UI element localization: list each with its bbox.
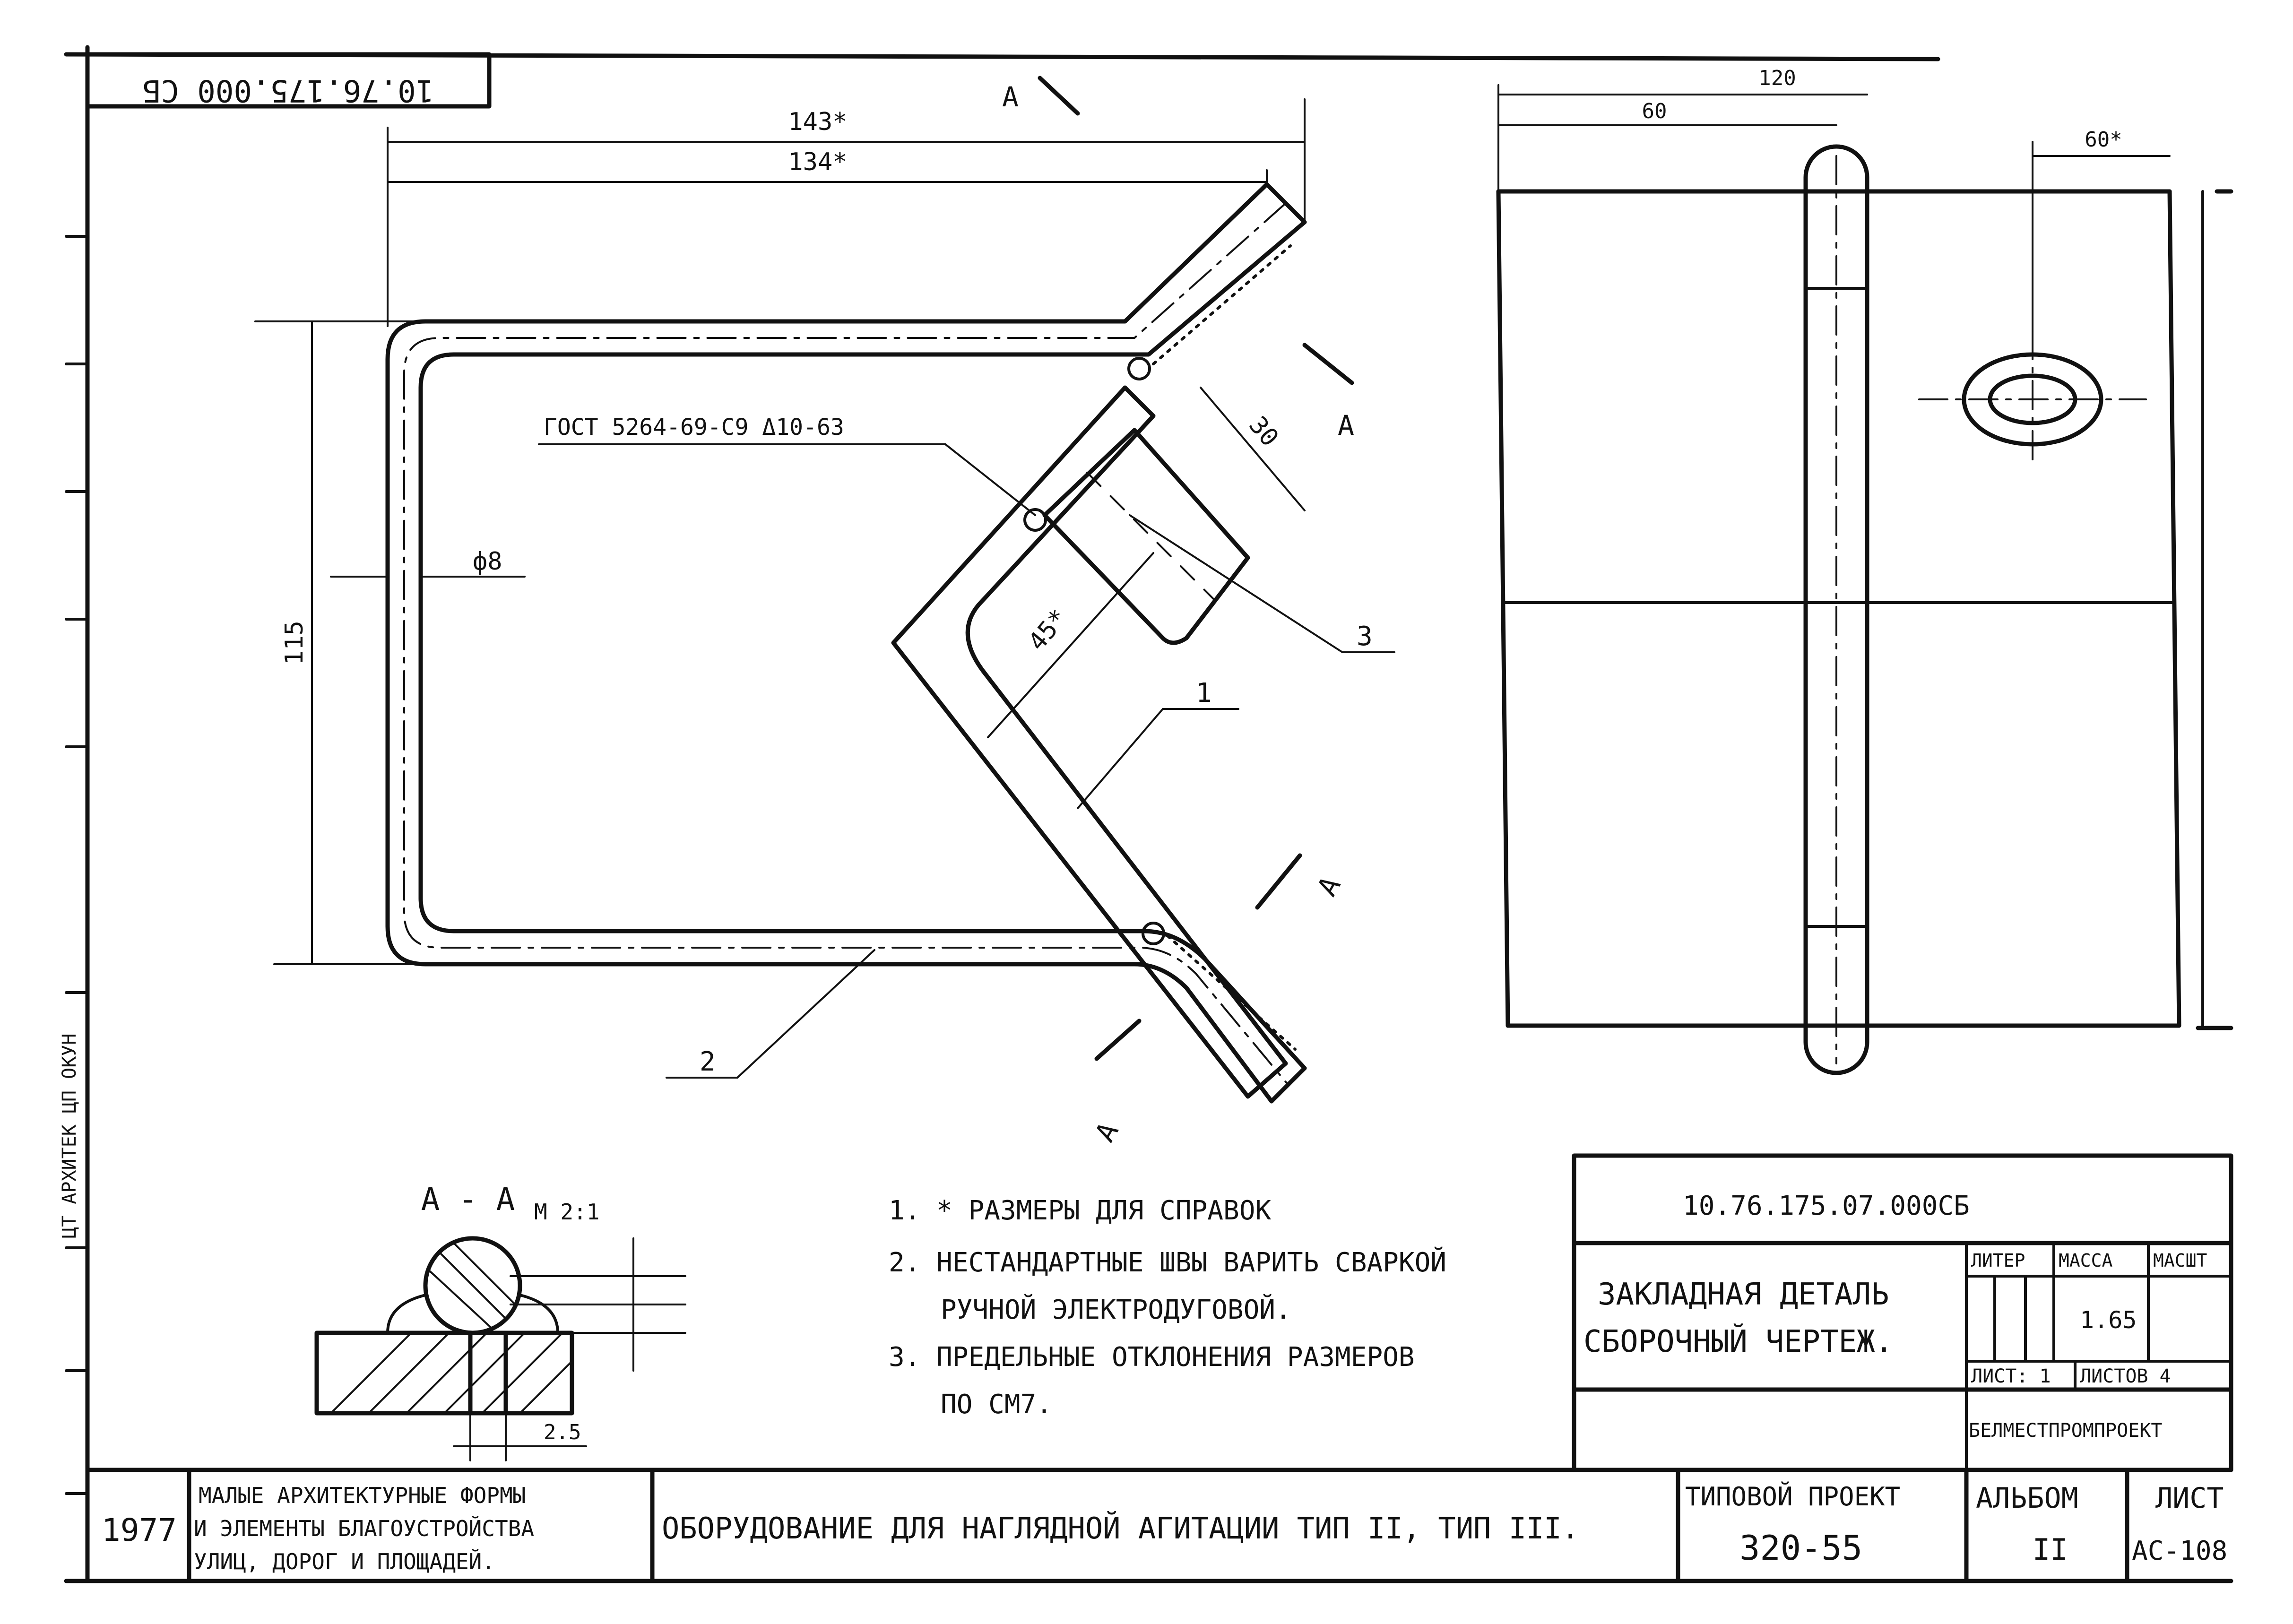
tube-part-3	[1042, 428, 1250, 645]
mass-value: 1.65	[2080, 1306, 2137, 1334]
title-block: 10.76.175.07.000СБ ЗАКЛАДНАЯ ДЕТАЛЬ СБОР…	[1572, 1153, 2233, 1472]
series-line2: И ЭЛЕМЕНТЫ БЛАГОУСТРОЙСТВА	[194, 1516, 534, 1541]
section-mark-a: А	[1311, 871, 1347, 901]
project-label: ТИПОВОЙ ПРОЕКТ	[1685, 1482, 1900, 1512]
section-mark-a: А	[1089, 1117, 1125, 1147]
year: 1977	[102, 1512, 177, 1548]
dim-phi8: ф8	[473, 547, 502, 576]
side-stamp: ЦТ АРХИТЕК ЦП ОКУН	[59, 1034, 80, 1238]
position-2: 2	[700, 1046, 716, 1077]
dim-134: 134*	[788, 148, 847, 176]
note-2: 2. НЕСТАНДАРТНЫЕ ШВЫ ВАРИТЬ СВАРКОЙ	[889, 1247, 1446, 1278]
dim-45: 45*	[1023, 604, 1073, 657]
dim-143: 143*	[788, 108, 847, 136]
section-title: А - А	[421, 1181, 515, 1218]
drawing-code-box: 10.76.175.000 СБ	[85, 52, 492, 109]
position-3: 3	[1357, 621, 1373, 652]
main-view: 143* 134* 115 ф8 30 45* А А А А	[254, 76, 1395, 1147]
rod-outer	[385, 182, 1274, 1104]
note-3-cont: ПО СМ7.	[941, 1389, 1052, 1420]
litera-label: ЛИТЕР	[1971, 1250, 2025, 1271]
scale-label: МАСШТ	[2153, 1250, 2207, 1271]
weld-seams	[1023, 244, 1297, 1051]
rod-section	[423, 1236, 522, 1335]
organization: БЕЛМЕСТПРОМПРОЕКТ	[1969, 1420, 2162, 1442]
plate-hatch	[330, 1332, 573, 1414]
dim-115: 115	[280, 621, 309, 665]
notes-block: 1. * РАЗМЕРЫ ДЛЯ СПРАВОК 2. НЕСТАНДАРТНЫ…	[889, 1195, 1446, 1420]
rod-inner	[418, 220, 1307, 1071]
note-2-cont: РУЧНОЙ ЭЛЕКТРОДУГОВОЙ.	[941, 1294, 1291, 1325]
vertical-rod	[1803, 144, 1869, 1075]
position-1: 1	[1196, 678, 1212, 708]
note-3: 3. ПРЕДЕЛЬНЫЕ ОТКЛОНЕНИЯ РАЗМЕРОВ	[889, 1342, 1415, 1373]
section-mark-a: А	[1002, 81, 1019, 113]
part-title-line1: ЗАКЛАДНАЯ ДЕТАЛЬ	[1598, 1277, 1889, 1312]
sheet-number-label: ЛИСТ: 1	[1971, 1365, 2051, 1387]
note-1: 1. * РАЗМЕРЫ ДЛЯ СПРАВОК	[889, 1195, 1271, 1226]
sheet-code: 10.76.175.07.000СБ	[1683, 1191, 1970, 1221]
dim-60-star: 60*	[2085, 128, 2122, 152]
dim-60: 60	[1642, 99, 1667, 123]
album-number: II	[2033, 1532, 2068, 1567]
drawing-code-top: 10.76.175.000 СБ	[143, 73, 434, 108]
project-number: 320-55	[1739, 1528, 1862, 1568]
part-title-line2: СБОРОЧНЫЙ ЧЕРТЕЖ.	[1583, 1323, 1893, 1359]
weld-reference: ГОСТ 5264-69-С9 Δ10-63	[544, 414, 844, 441]
section-mark-a: А	[1338, 409, 1354, 441]
section-a-a: А - А М 2:1 2.5	[314, 1181, 686, 1461]
list-number: АС-108	[2132, 1536, 2227, 1566]
album-label: АЛЬБОМ	[1976, 1482, 2078, 1515]
series-line1: МАЛЫЕ АРХИТЕКТУРНЫЕ ФОРМЫ	[199, 1483, 526, 1508]
rod-centerline	[403, 202, 1289, 1086]
plate-part-1	[891, 385, 1288, 1099]
right-view: 120 60 60*	[1496, 66, 2233, 1075]
section-scale: М 2:1	[534, 1199, 599, 1225]
sheets-count-label: ЛИСТОВ 4	[2080, 1365, 2171, 1387]
dim-120: 120	[1758, 66, 1796, 90]
list-label: ЛИСТ	[2155, 1482, 2224, 1515]
bottom-strip: 1977 МАЛЫЕ АРХИТЕКТУРНЫЕ ФОРМЫ И ЭЛЕМЕНТ…	[85, 1468, 2233, 1583]
mass-label: МАССА	[2059, 1250, 2113, 1271]
dim-2-5: 2.5	[544, 1420, 581, 1444]
product-title: ОБОРУДОВАНИЕ ДЛЯ НАГЛЯДНОЙ АГИТАЦИИ ТИП …	[662, 1511, 1579, 1546]
series-line3: УЛИЦ, ДОРОГ И ПЛОЩАДЕЙ.	[194, 1549, 495, 1574]
